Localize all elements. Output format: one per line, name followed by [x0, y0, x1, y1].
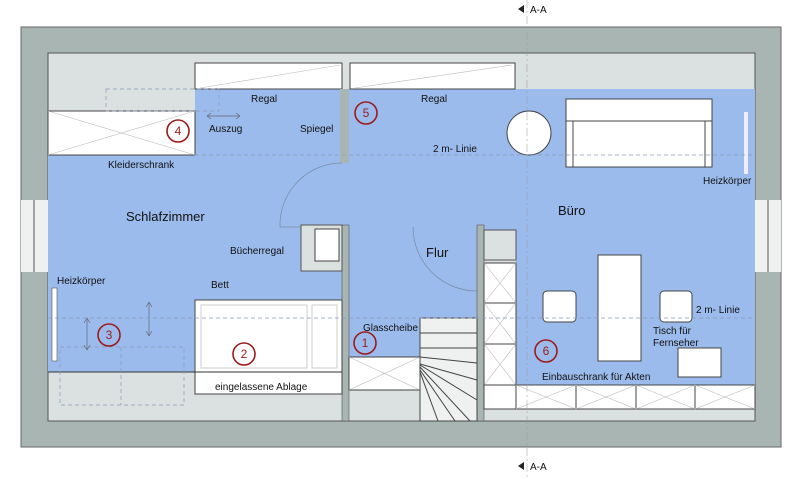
section-label-top: A-A — [530, 5, 547, 16]
wardrobe-pullout — [105, 88, 220, 112]
heater-right — [744, 112, 748, 174]
marker-6: 6 — [534, 339, 558, 363]
marker-3: 3 — [97, 323, 121, 347]
room-label-office: Büro — [558, 203, 585, 218]
label-tisch-line1: Tisch für — [653, 326, 692, 337]
room-label-hall: Flur — [426, 245, 449, 260]
room-label-bedroom: Schlafzimmer — [126, 209, 205, 224]
label-bett: Bett — [211, 280, 229, 291]
height-arrow-icon — [83, 317, 91, 351]
svg-text:6: 6 — [543, 344, 550, 358]
svg-text:3: 3 — [106, 328, 113, 342]
hall-door-swing — [412, 226, 478, 292]
shelf-regal-left — [194, 62, 343, 90]
round-table — [506, 110, 552, 156]
section-arrow-icon — [518, 5, 524, 13]
marker-1: 1 — [353, 331, 377, 355]
chair-left — [542, 290, 577, 323]
label-heizkoerper-left: Heizkörper — [57, 276, 106, 287]
wall-bedroom-hall — [341, 224, 350, 422]
label-regal-right: Regal — [421, 94, 447, 105]
section-label-bottom: A-A — [530, 462, 547, 473]
label-kleiderschrank: Kleiderschrank — [108, 160, 175, 171]
label-spiegel: Spiegel — [300, 124, 333, 135]
marker-5: 5 — [354, 101, 378, 125]
marker-2: 2 — [232, 342, 256, 366]
bedroom-door-swing — [279, 162, 343, 228]
svg-text:4: 4 — [175, 124, 182, 138]
label-glasscheibe: Glasscheibe — [363, 323, 418, 334]
section-arrow-icon — [518, 462, 524, 470]
label-heizkoerper-right: Heizkörper — [703, 176, 752, 187]
pullout-arrow-icon — [206, 112, 241, 120]
files-cabinet — [515, 384, 756, 410]
label-einbauschrank: Einbauschrank für Akten — [542, 372, 650, 383]
label-regal-left: Regal — [251, 94, 277, 105]
label-2m-line-bottom: 2 m- Linie — [696, 305, 740, 316]
svg-text:5: 5 — [363, 106, 370, 120]
label-tisch-line2: Fernseher — [653, 338, 699, 349]
label-auszug: Auszug — [209, 124, 242, 135]
office-shelf-column — [483, 262, 517, 410]
bookshelf-box — [314, 228, 340, 262]
label-ablage: eingelassene Ablage — [215, 382, 308, 393]
heater-left — [51, 287, 58, 362]
chair-right — [659, 290, 693, 323]
wall-hall-office — [476, 224, 485, 422]
marker-4: 4 — [166, 119, 190, 143]
tv-table — [677, 347, 722, 378]
svg-text:2: 2 — [241, 347, 248, 361]
label-buecherregal: Bücherregal — [230, 246, 284, 257]
height-arrow-icon — [145, 301, 153, 337]
hall-shelf-top — [483, 229, 517, 261]
mirror-wall — [340, 89, 349, 163]
label-2m-line-top: 2 m- Linie — [433, 144, 477, 155]
sofa — [565, 98, 713, 168]
svg-text:1: 1 — [362, 336, 369, 350]
bed — [194, 299, 343, 395]
staircase — [419, 317, 478, 422]
desk — [597, 254, 642, 362]
